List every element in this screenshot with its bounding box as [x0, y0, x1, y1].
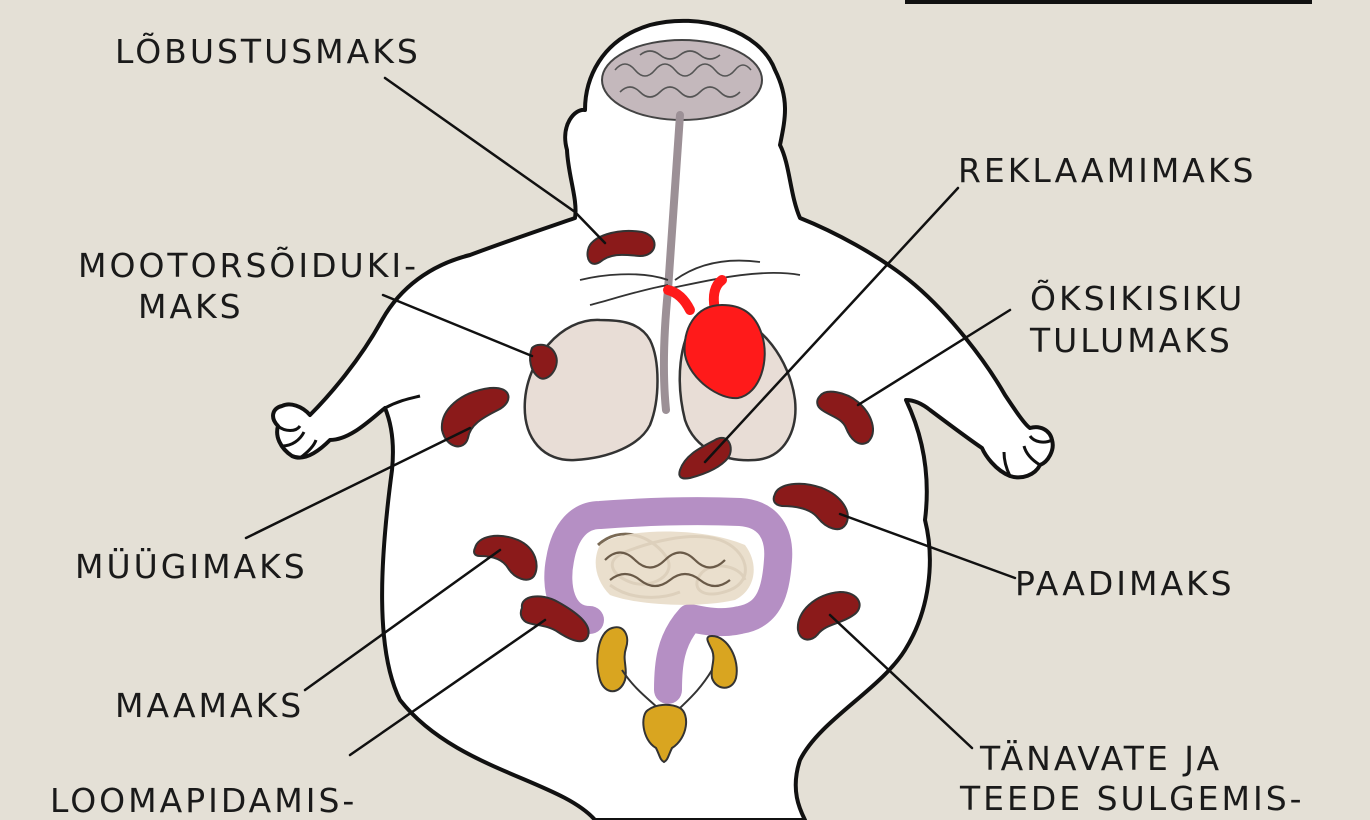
leader-maamaks — [303, 548, 502, 692]
label-myygimaks: MÜÜGIMAKS — [75, 546, 308, 586]
tax-organ-mootorsoiduki — [529, 343, 558, 380]
right-kidney — [706, 634, 738, 689]
label-reklaamimaks: REKLAAMIMAKS — [958, 151, 1256, 190]
leader-lines — [244, 76, 1017, 757]
leader-mootorsoiduki — [381, 293, 534, 358]
label-mootorsoiduki-line2: MAKS — [138, 287, 244, 326]
nerve-branches — [579, 259, 801, 306]
leader-reklaamimaks — [703, 186, 960, 464]
leader-lobustusmaks — [383, 76, 607, 245]
label-lobustusmaks: LÕBUSTUSMAKS — [115, 31, 421, 71]
body-silhouette — [271, 18, 1055, 820]
leader-myygimaks — [244, 426, 472, 540]
leader-loomapidamis — [348, 618, 547, 757]
small-intestine-fill — [595, 531, 754, 605]
left-armpit-fold — [384, 394, 421, 410]
right-hand-fingers — [1002, 435, 1053, 477]
spinal-cord — [659, 111, 684, 414]
leader-paadimaks — [838, 512, 1017, 580]
tax-organ-maamaks — [473, 534, 538, 581]
heart — [663, 275, 766, 400]
brain-shape — [601, 39, 763, 121]
leader-tanavate — [828, 613, 974, 750]
label-oksikisiku-line1: ÕKSIKISIKU — [1030, 278, 1245, 318]
left-hand-fingers — [277, 424, 318, 460]
label-paadimaks: PAADIMAKS — [1015, 564, 1235, 603]
colon — [544, 497, 793, 704]
tax-organ-lobustusmaks — [586, 230, 656, 265]
left-kidney — [596, 626, 629, 693]
intestines — [544, 497, 793, 704]
leader-oksikisiku — [856, 308, 1012, 407]
urinary-organs — [596, 626, 738, 764]
label-oksikisiku-line2: TULUMAKS — [1029, 321, 1233, 360]
small-intestine-loops — [604, 551, 731, 588]
brain-folds — [614, 50, 752, 98]
left-lung — [523, 318, 659, 462]
label-loomapidamis: LOOMAPIDAMIS- — [50, 781, 357, 820]
label-tanavate-line2: TEEDE SULGEMIS- — [959, 779, 1305, 818]
label-tanavate-line1: TÄNAVATE JA — [979, 739, 1222, 778]
bladder — [642, 703, 688, 764]
heart-shape — [683, 303, 766, 400]
tax-organ-myygimaks — [440, 386, 510, 448]
brain — [601, 39, 763, 121]
body-outline — [271, 18, 1055, 820]
label-maamaks: MAAMAKS — [115, 686, 304, 725]
tax-labels: LÕBUSTUSMAKS MOOTORSÕIDUKI- MAKS MÜÜGIMA… — [50, 31, 1305, 820]
tax-organ-tanavate — [796, 590, 861, 641]
label-mootorsoiduki-line1: MOOTORSÕIDUKI- — [78, 245, 419, 285]
tax-organ-paadimaks — [772, 482, 849, 531]
tax-organ-loomapidamis — [519, 595, 590, 643]
